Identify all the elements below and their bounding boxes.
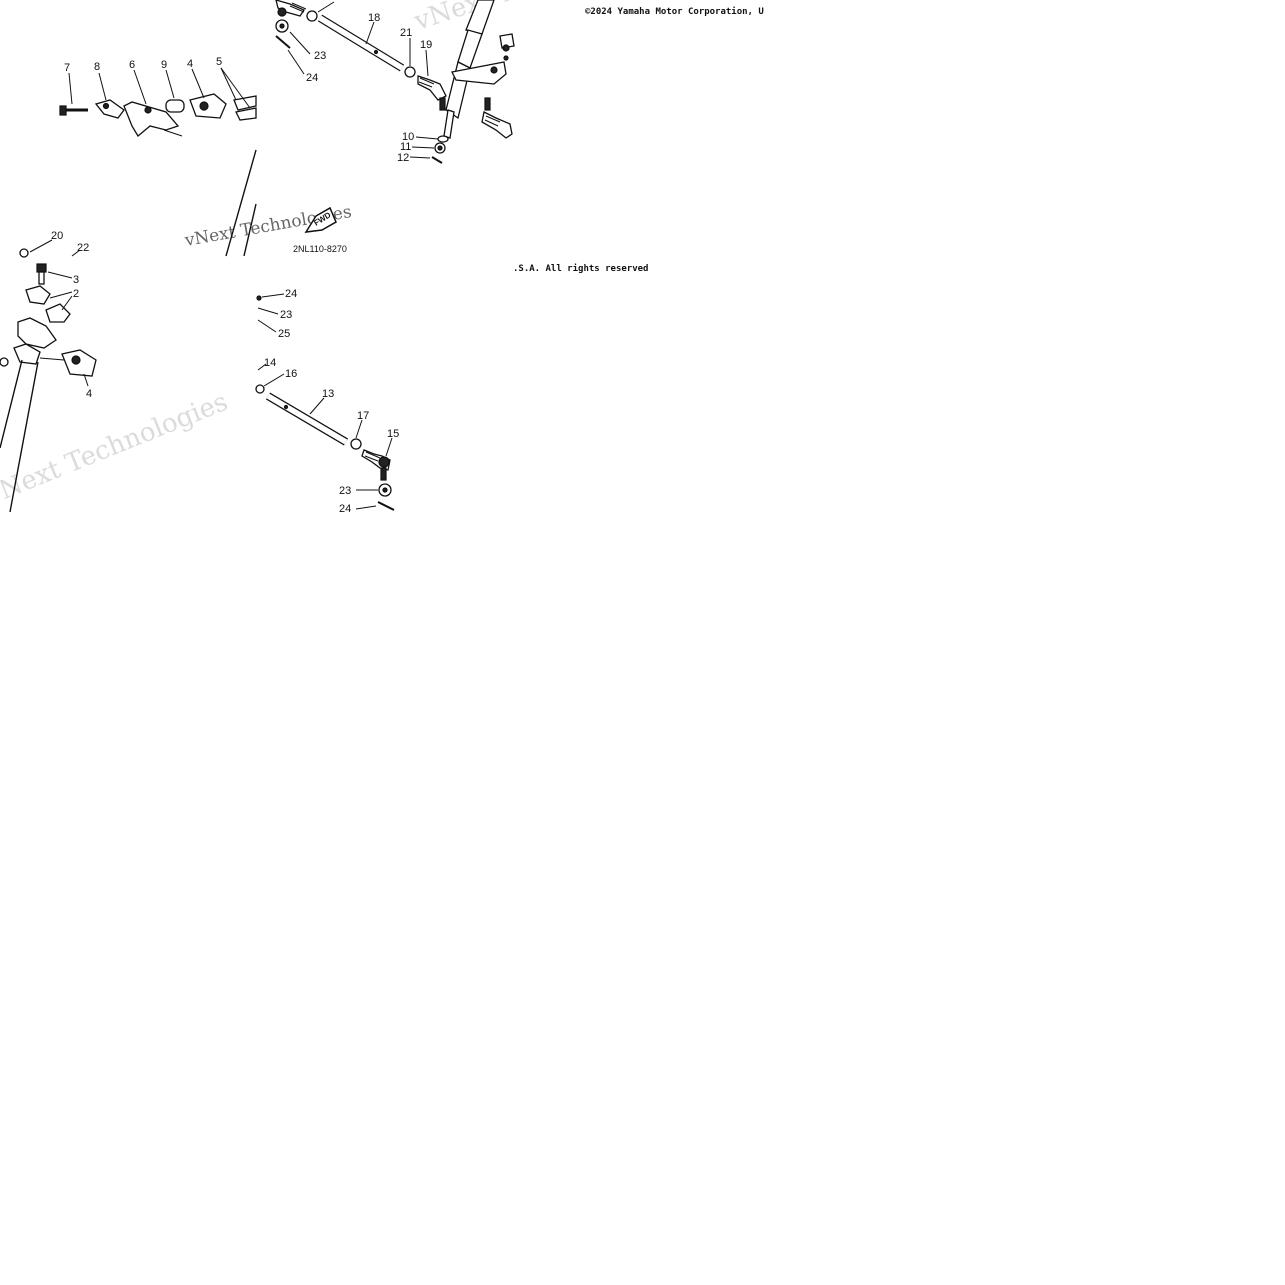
callout-4-bottom: 4 <box>86 388 92 400</box>
tie-rod-end-right-part <box>481 97 513 139</box>
callout-8: 8 <box>94 61 100 73</box>
callout-9: 9 <box>161 59 167 71</box>
callout-7: 7 <box>64 62 70 74</box>
callout-10: 10 <box>402 131 414 143</box>
plate-part <box>123 101 183 137</box>
steering-column-part <box>0 317 57 513</box>
callout-23-top: 23 <box>314 50 326 62</box>
clip-part <box>233 95 257 121</box>
tie-rod-end-part-15 <box>361 449 391 481</box>
callout-5: 5 <box>216 56 222 68</box>
callout-19: 19 <box>420 39 432 51</box>
collar-part <box>165 99 185 113</box>
tie-rod-part <box>317 14 405 72</box>
callout-18: 18 <box>368 12 380 24</box>
fwd-arrow-icon: FWD <box>304 206 337 233</box>
callout-12: 12 <box>397 152 409 164</box>
bolt-part <box>59 105 88 116</box>
callout-17: 17 <box>357 410 369 422</box>
callout-23-bottom-b: 23 <box>339 485 351 497</box>
callout-13: 13 <box>322 388 334 400</box>
copyright-line-2: .S.A. All rights reserved <box>513 263 648 274</box>
diagram-code: 2NL110-8270 <box>293 244 347 254</box>
callout-6: 6 <box>129 59 135 71</box>
tile-bottom-left: 20 22 3 2 4 <box>0 230 97 513</box>
callout-23-bottom-a: 23 <box>280 309 292 321</box>
callout-2: 2 <box>73 288 79 300</box>
tile-top-left: 7 8 6 9 4 5 <box>59 56 257 257</box>
callout-11: 11 <box>400 141 411 153</box>
callout-16: 16 <box>285 368 297 380</box>
callout-24-bottom-b: 24 <box>339 503 351 515</box>
callout-15: 15 <box>387 428 399 440</box>
callout-25: 25 <box>278 328 290 340</box>
clamp-part-bottom <box>39 349 97 377</box>
callout-20: 20 <box>51 230 63 242</box>
steering-shaft-part <box>443 0 515 139</box>
callout-14: 14 <box>264 357 276 369</box>
callout-4-top: 4 <box>187 58 193 70</box>
watermark-bottom: vNext Technologies <box>0 387 232 512</box>
callout-3: 3 <box>73 274 79 286</box>
tile-top-right: FWD 2NL110-8270 18 21 19 23 24 10 11 12 <box>275 0 515 254</box>
clamp-part <box>189 93 227 119</box>
copyright-line-1: ©2024 Yamaha Motor Corporation, U <box>585 6 764 17</box>
bolt-part-3 <box>36 263 47 285</box>
tie-rod-end-part <box>275 0 307 17</box>
tie-rod-part-13 <box>265 392 349 446</box>
castle-nut-part <box>275 19 289 33</box>
tile-bottom-right: 24 23 25 14 16 13 17 15 23 24 <box>255 288 399 515</box>
callout-21: 21 <box>400 27 412 39</box>
callout-24-top: 24 <box>306 72 318 84</box>
callout-24-bottom-a: 24 <box>285 288 297 300</box>
tie-rod-end-part-19 <box>417 75 447 111</box>
watermark-top: vNext Technologies <box>410 0 666 37</box>
callout-22: 22 <box>77 242 89 254</box>
lock-washer-part <box>94 99 125 119</box>
